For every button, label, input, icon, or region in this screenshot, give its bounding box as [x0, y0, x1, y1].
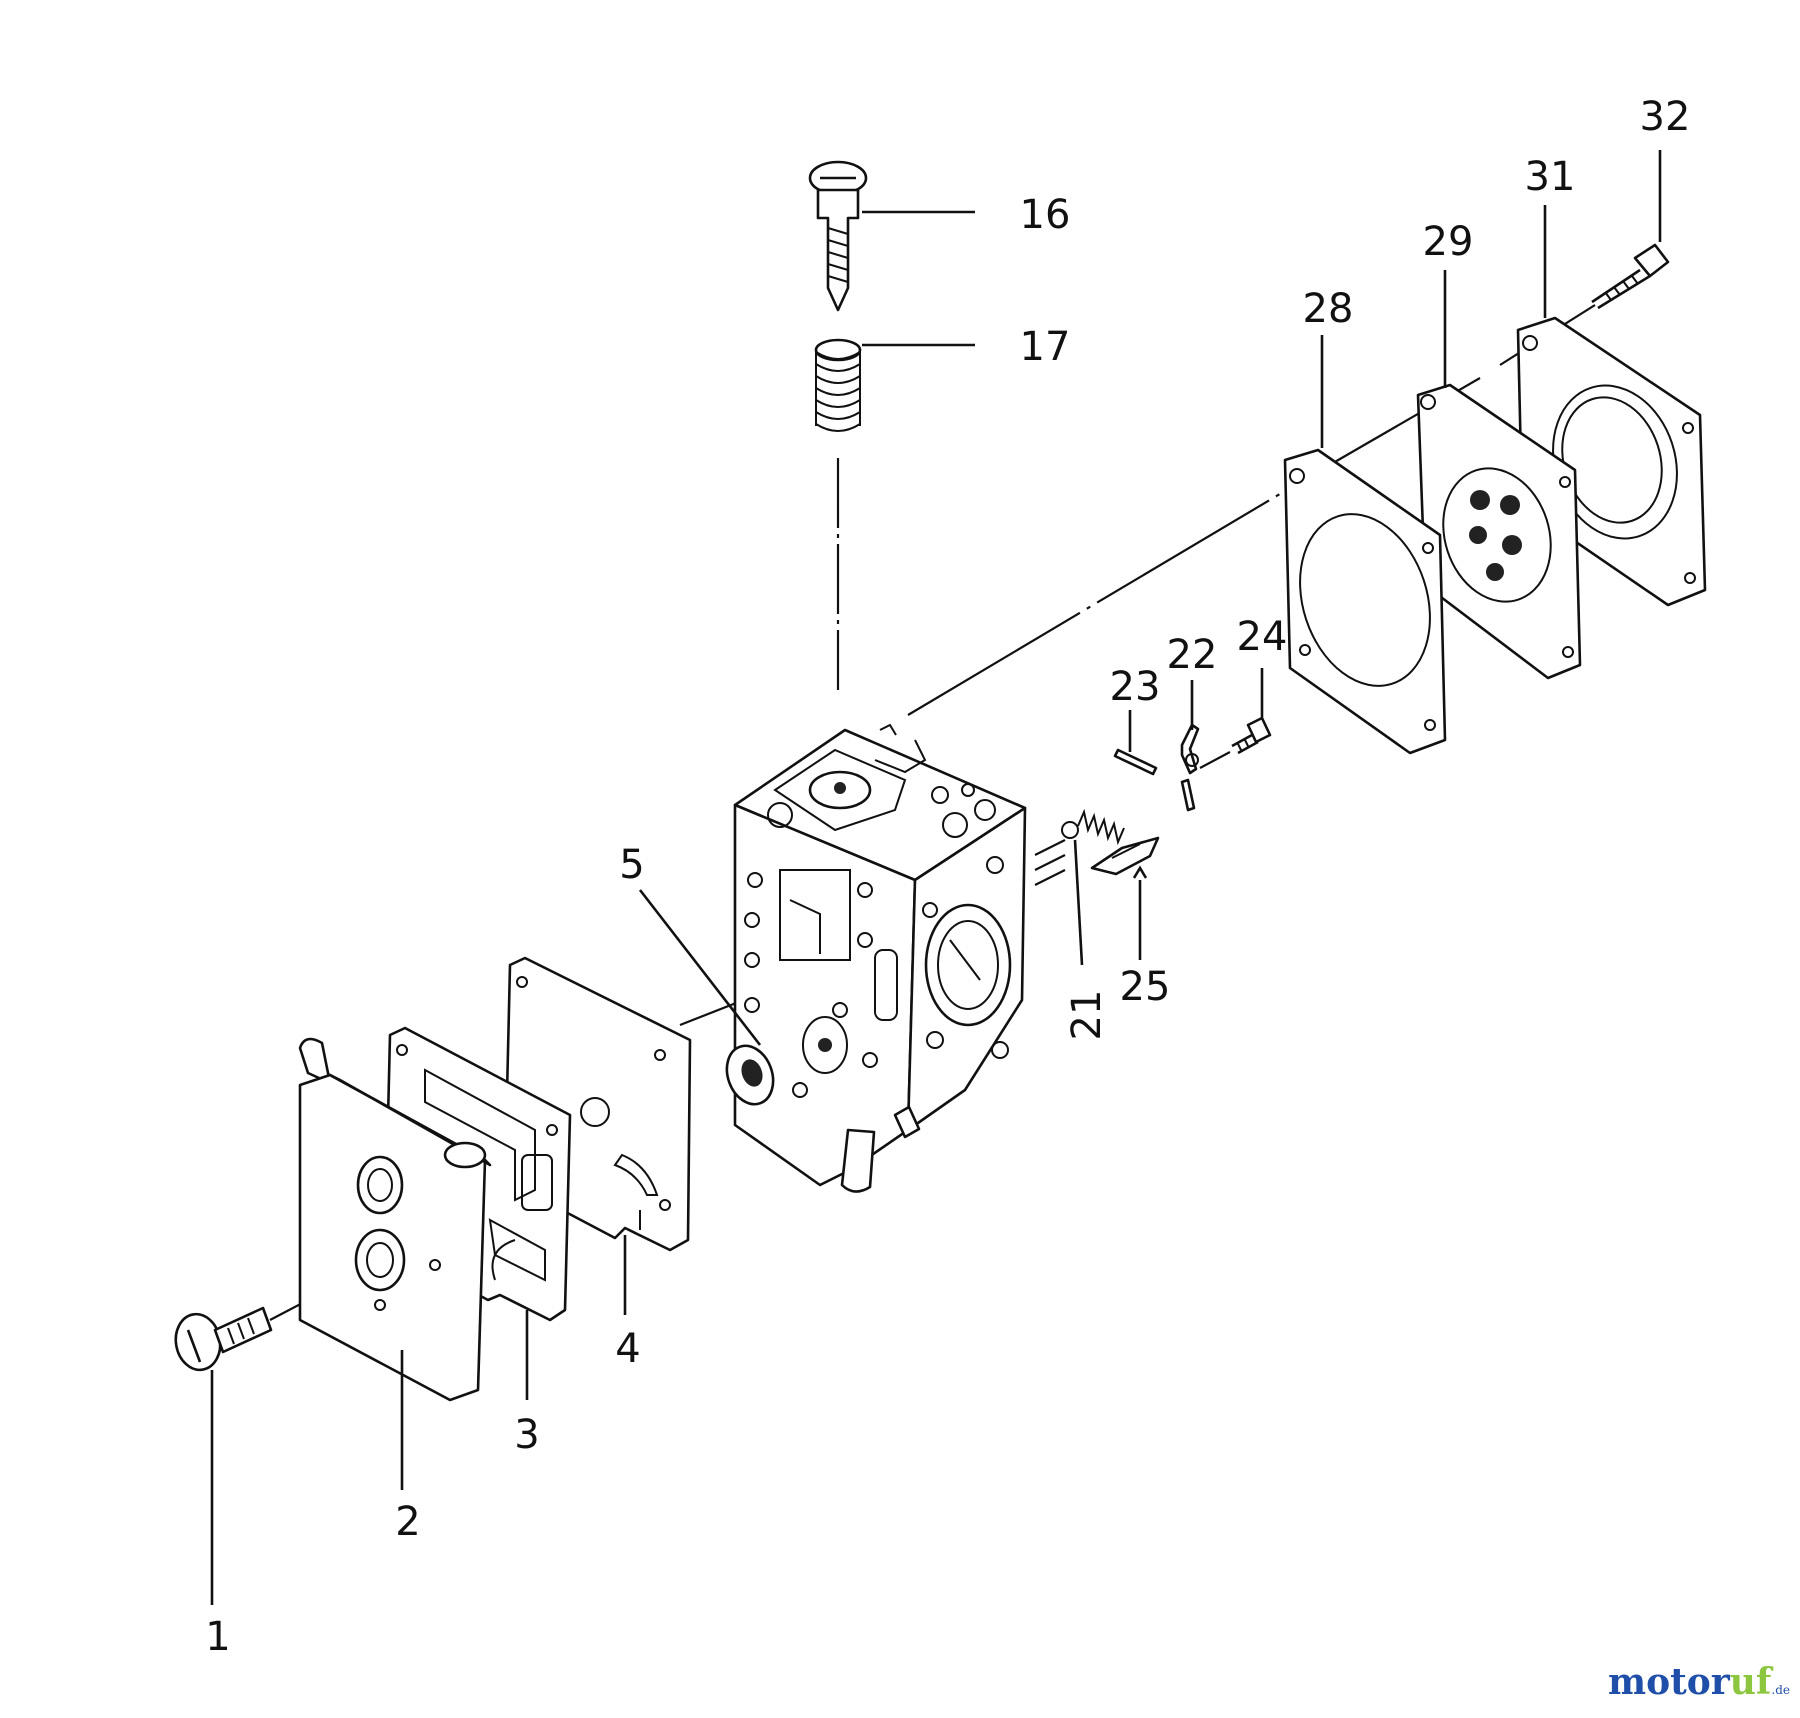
- callout-25: 25: [1120, 964, 1171, 1010]
- watermark-logo: motoruf.de: [1608, 1661, 1790, 1703]
- callout-22: 22: [1167, 632, 1218, 678]
- callout-21: 21: [1064, 990, 1110, 1041]
- part-25-needle: [1090, 836, 1160, 960]
- carburetor-body: [733, 723, 1027, 1193]
- callout-29: 29: [1423, 219, 1474, 265]
- part-32-screw: [1591, 243, 1670, 310]
- callout-3: 3: [514, 1412, 539, 1458]
- callout-5: 5: [619, 842, 644, 888]
- callout-31: 31: [1525, 154, 1576, 200]
- part-21-spring: [1061, 808, 1125, 846]
- callout-32: 32: [1640, 94, 1691, 140]
- part-23-pin: [1113, 748, 1158, 776]
- callout-28: 28: [1303, 286, 1354, 332]
- watermark-suffix: .de: [1771, 1683, 1790, 1697]
- watermark-main: motor: [1608, 1661, 1730, 1703]
- callout-16: 16: [1020, 192, 1071, 238]
- part-28-gasket: [1283, 448, 1447, 755]
- part-2-cover: [298, 1037, 492, 1402]
- watermark-accent: uf: [1729, 1661, 1772, 1703]
- part-1-screw: [174, 1306, 273, 1372]
- callout-labels: 1 2 3 4 5 16 17 21 22 23 24 25 28 29 31 …: [205, 94, 1690, 1660]
- callout-2: 2: [395, 1499, 420, 1545]
- part-22-lever: [1180, 723, 1200, 812]
- callout-17: 17: [1020, 324, 1071, 370]
- part-5-seal: [725, 1044, 775, 1106]
- callout-24: 24: [1237, 614, 1288, 660]
- callout-4: 4: [615, 1326, 640, 1372]
- callout-23: 23: [1110, 664, 1161, 710]
- callout-1: 1: [205, 1614, 230, 1660]
- part-17-spring: [814, 338, 862, 432]
- part-16-screw: [808, 160, 868, 312]
- leader-lines: [210, 150, 1662, 1605]
- part-24-screw: [1231, 716, 1272, 755]
